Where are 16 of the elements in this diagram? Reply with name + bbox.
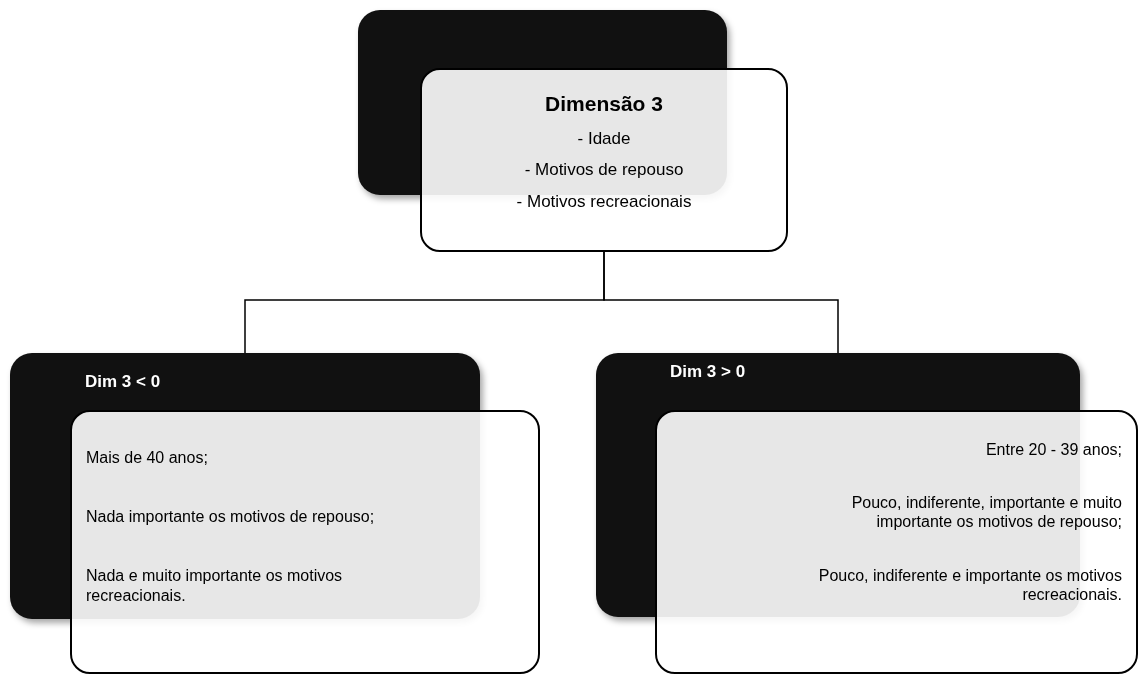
description-text: Pouco, indiferente e importante os motivos recreacionais. bbox=[817, 565, 1122, 604]
description-text: Mais de 40 anos; bbox=[86, 448, 208, 468]
list-item: - Motivos recreacionais bbox=[516, 190, 692, 213]
list-item: - Idade bbox=[577, 127, 631, 150]
text-card bbox=[70, 410, 540, 674]
card-heading: Dim 3 < 0 bbox=[85, 371, 161, 393]
card-title: Dimensão 3 bbox=[545, 91, 663, 117]
description-text: Nada e muito importante os motivos recreacionais. bbox=[86, 566, 344, 605]
description-text: Nada importante os motivos de repouso; bbox=[86, 507, 375, 527]
description-text: Pouco, indiferente, importante e muito importante os motivos de repouso; bbox=[850, 493, 1122, 532]
list-item: - Motivos de repouso bbox=[524, 159, 684, 181]
text-card bbox=[420, 68, 788, 252]
card-heading: Dim 3 > 0 bbox=[670, 361, 746, 383]
description-text: Entre 20 - 39 anos; bbox=[985, 440, 1122, 460]
connector-line bbox=[603, 251, 839, 354]
text-card bbox=[655, 410, 1138, 674]
